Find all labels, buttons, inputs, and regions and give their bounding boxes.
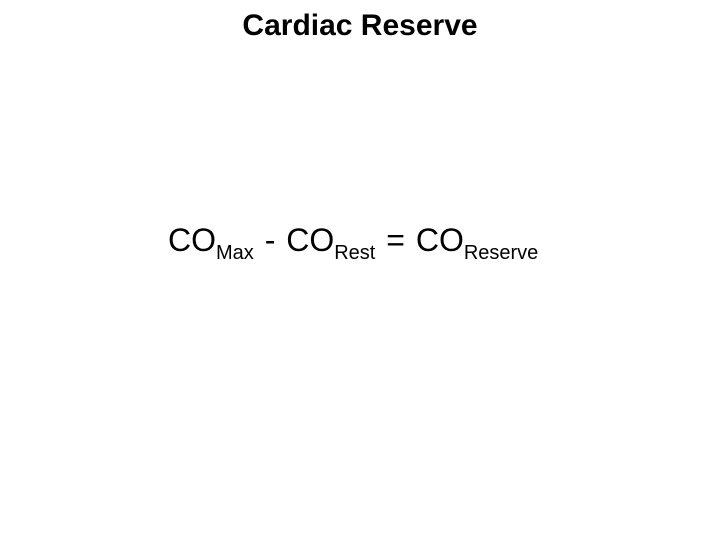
co-reserve-base: CO — [415, 222, 464, 258]
co-reserve-term: COReserve — [415, 222, 538, 264]
co-reserve-subscript: Reserve — [463, 242, 539, 264]
cardiac-reserve-equation: COMax - CORest = COReserve — [168, 218, 538, 275]
co-rest-base: CO — [286, 222, 335, 258]
co-rest-subscript: Rest — [334, 242, 376, 264]
minus-operator: - — [264, 222, 276, 258]
slide-title: Cardiac Reserve — [242, 9, 478, 42]
co-max-term: COMax — [168, 222, 254, 264]
co-rest-term: CORest — [286, 222, 375, 264]
co-max-base: CO — [168, 222, 216, 258]
equals-operator: = — [386, 222, 405, 258]
co-max-subscript: Max — [216, 242, 254, 264]
